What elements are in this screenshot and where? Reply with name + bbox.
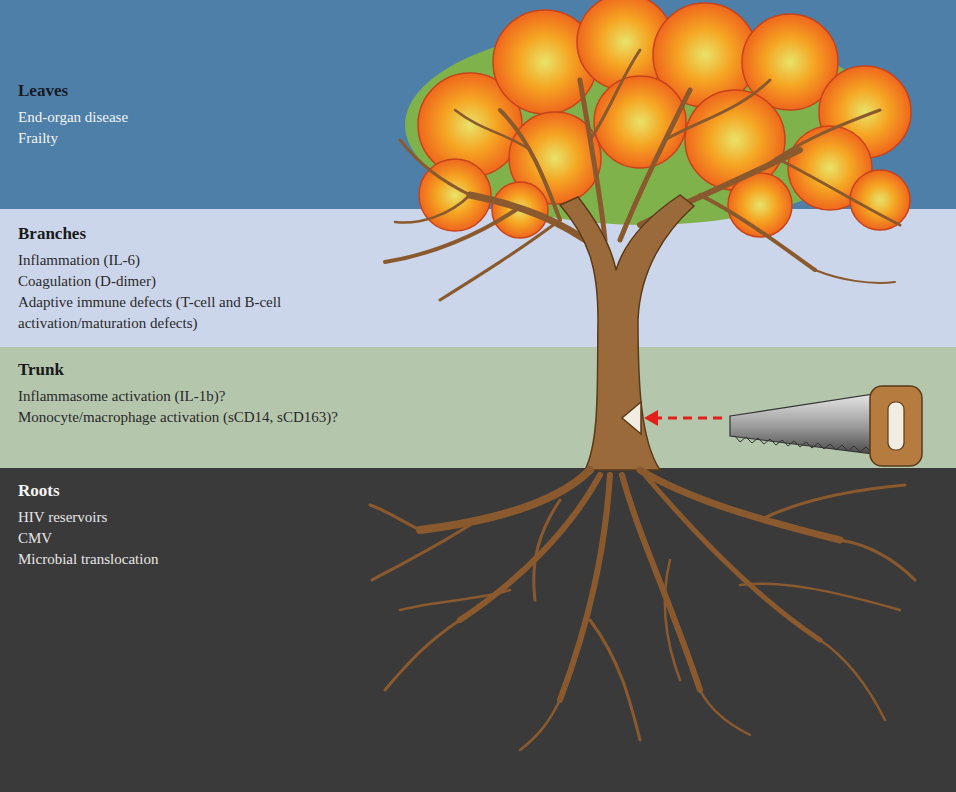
- band-item: Monocyte/macrophage activation (sCD14, s…: [18, 407, 363, 428]
- band-heading: Trunk: [18, 359, 363, 381]
- saw-arrow: [644, 410, 722, 426]
- band-item: End-organ disease: [18, 107, 363, 128]
- band-heading: Roots: [18, 480, 363, 502]
- band-item: Adaptive immune defects (T-cell and B-ce…: [18, 292, 363, 334]
- band-item: CMV: [18, 528, 363, 549]
- saw-notch: [622, 402, 641, 434]
- band-item: Inflammation (IL-6): [18, 250, 363, 271]
- band-item: Inflammasome activation (IL-1b)?: [18, 386, 363, 407]
- saw-icon: [730, 386, 922, 466]
- band-item: Microbial translocation: [18, 549, 363, 570]
- band-item: HIV reservoirs: [18, 507, 363, 528]
- band-heading: Branches: [18, 223, 363, 245]
- band-item: Frailty: [18, 128, 363, 149]
- trunk: [560, 195, 694, 470]
- roots: [370, 470, 915, 750]
- band-heading: Leaves: [18, 80, 363, 102]
- canopy: [405, 0, 911, 238]
- band-item: Coagulation (D-dimer): [18, 271, 363, 292]
